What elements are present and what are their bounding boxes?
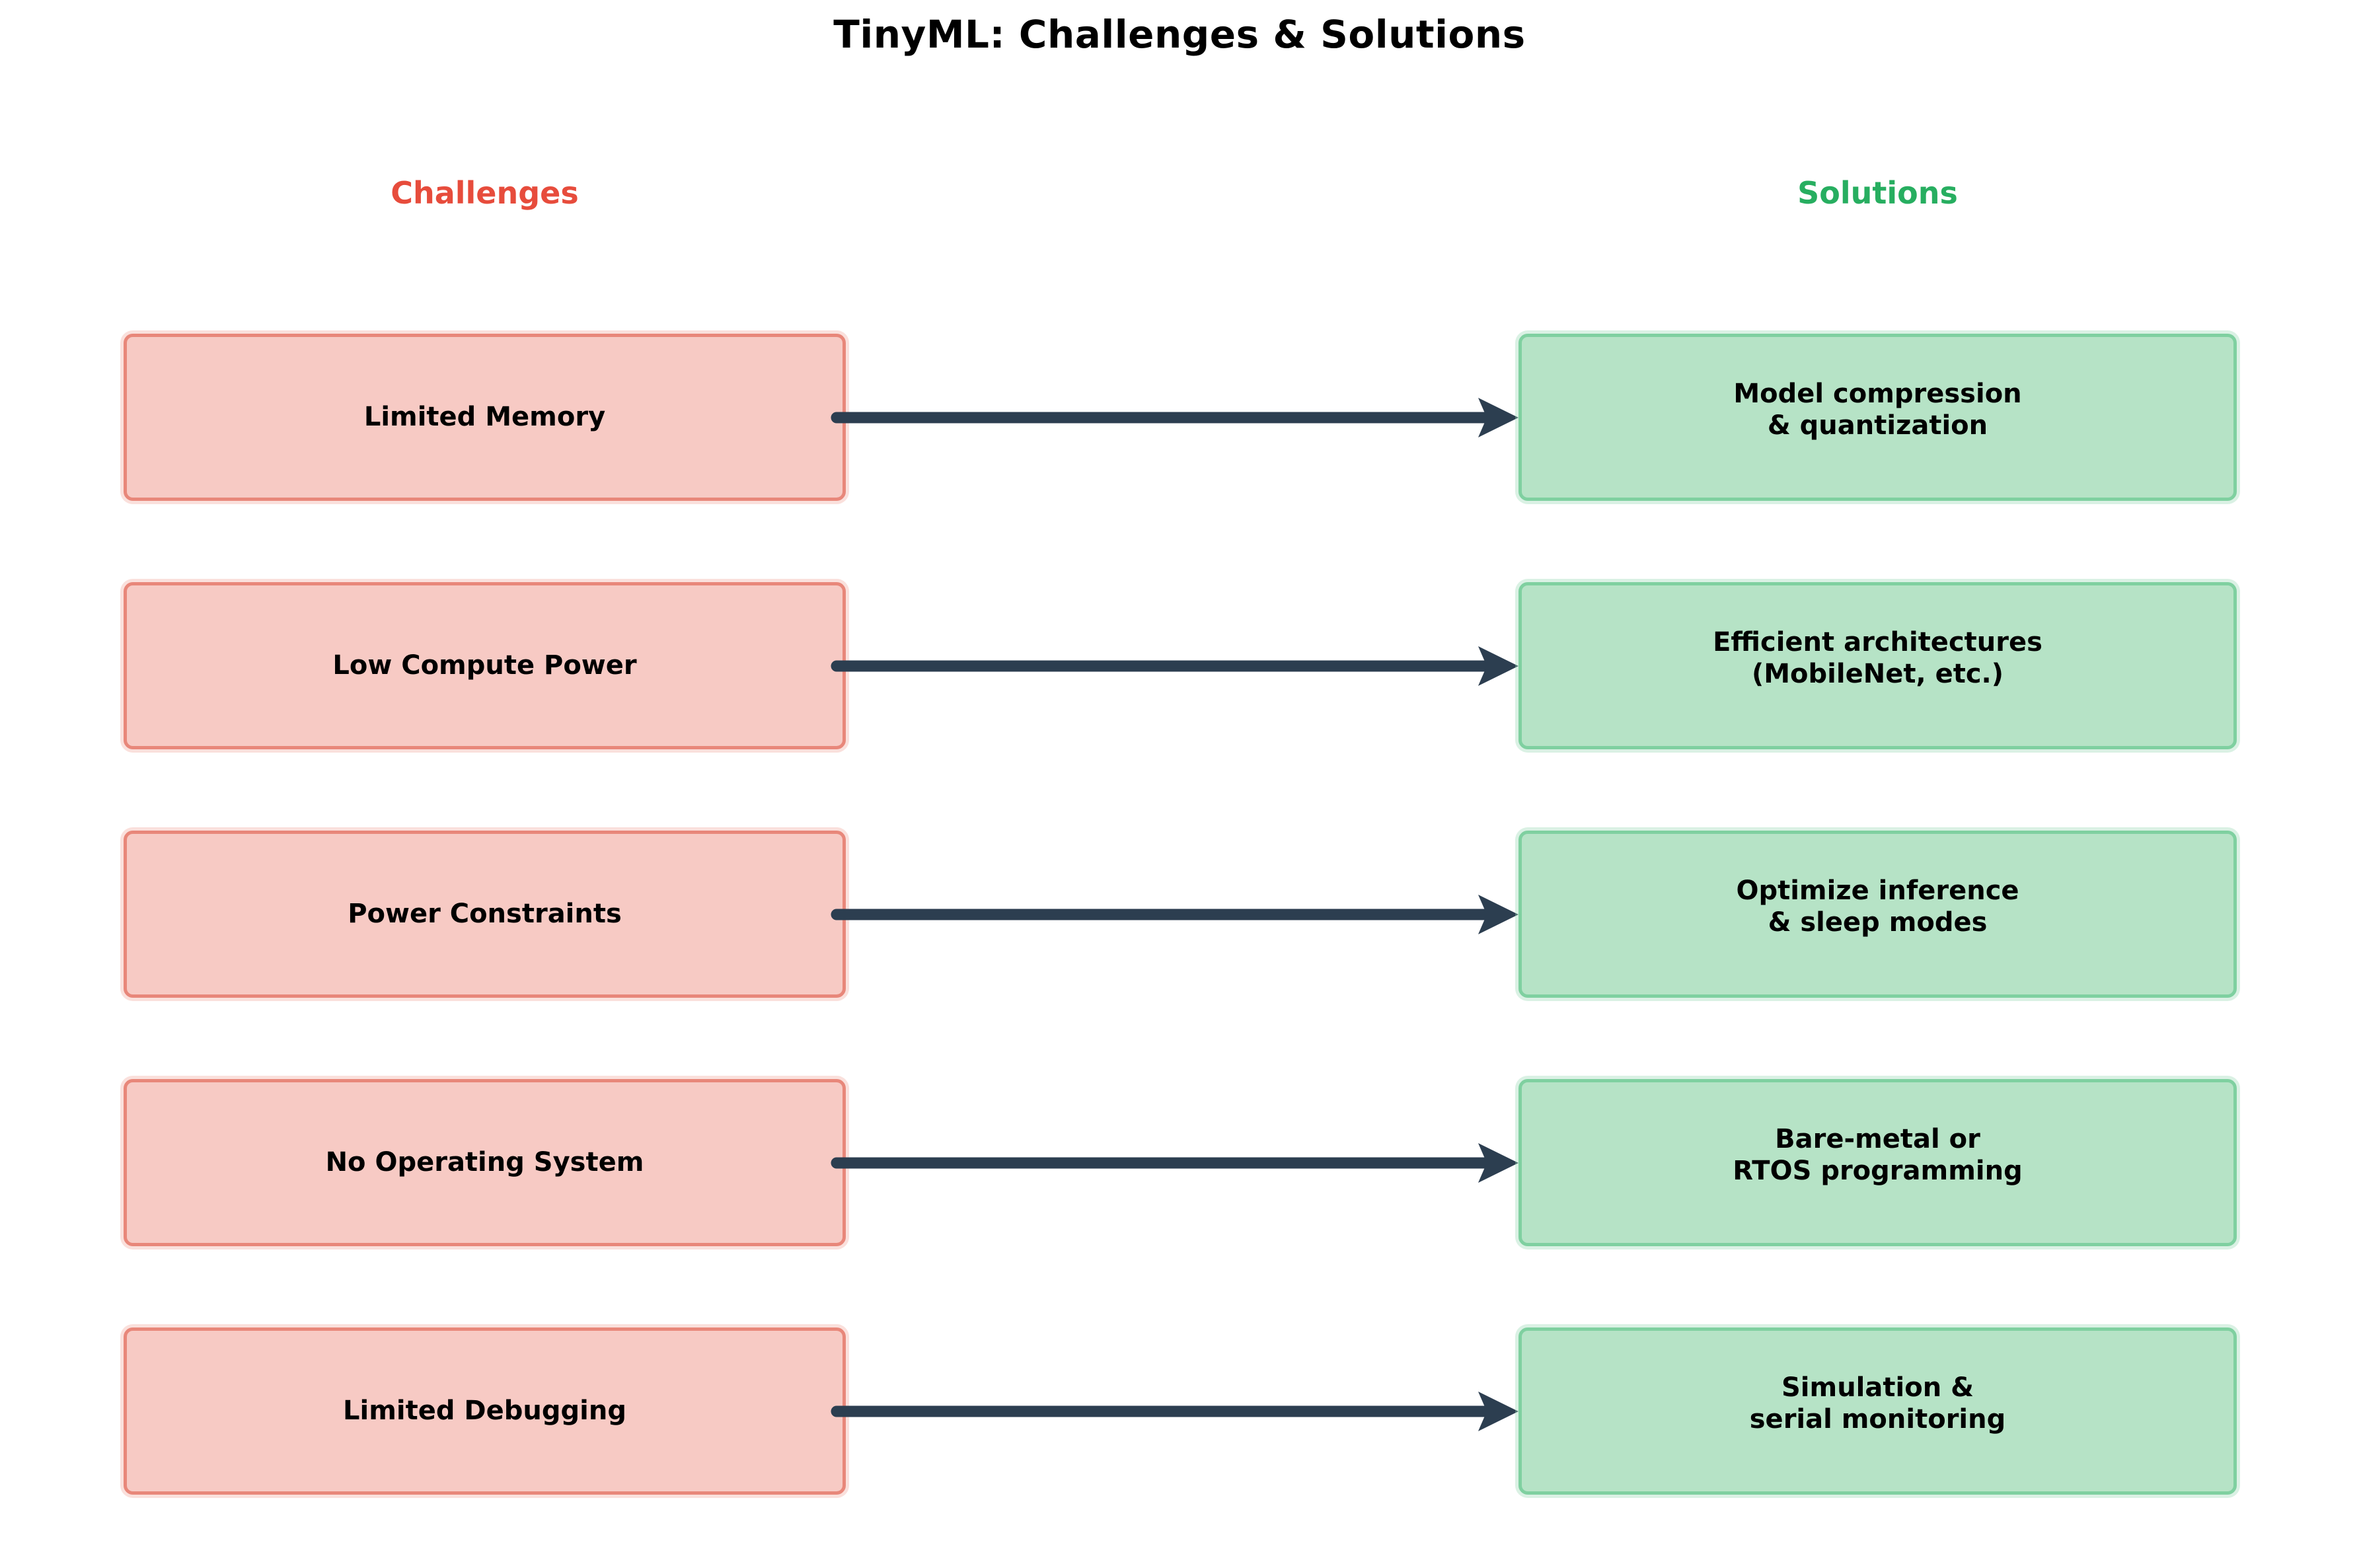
challenge-solution-row: Power Constraints Optimize inference& sle… <box>0 831 2359 998</box>
solution-label-line1: Optimize inference <box>1736 876 2019 907</box>
solution-label-line1: Model compression <box>1733 379 2022 410</box>
solution-box[interactable]: Optimize inference& sleep modes <box>1518 831 2237 998</box>
solution-label-line2: & sleep modes <box>1768 907 1988 938</box>
arrow-right-icon <box>831 1143 1521 1183</box>
solution-label-line1: Simulation & <box>1781 1372 1974 1403</box>
challenge-label: Limited Memory <box>363 401 606 432</box>
solution-label: Optimize inference& sleep modes <box>1736 876 2019 938</box>
solution-box[interactable]: Efficient architectures(MobileNet, etc.) <box>1518 582 2237 749</box>
arrow-right-icon <box>831 1392 1521 1431</box>
solution-label: Simulation &serial monitoring <box>1750 1372 2006 1435</box>
challenge-box[interactable]: Limited Memory <box>124 334 846 501</box>
solution-label-line2: RTOS programming <box>1733 1155 2023 1186</box>
challenge-box[interactable]: Power Constraints <box>124 831 846 998</box>
challenge-box[interactable]: Low Compute Power <box>124 582 846 749</box>
challenge-box[interactable]: Limited Debugging <box>124 1327 846 1495</box>
challenge-label: Limited Debugging <box>343 1395 626 1426</box>
arrow-right-icon <box>831 895 1521 934</box>
solutions-column-header: Solutions <box>1797 175 1958 211</box>
solution-box[interactable]: Model compression& quantization <box>1518 334 2237 501</box>
solution-label-line2: (MobileNet, etc.) <box>1751 658 2004 689</box>
solution-label: Model compression& quantization <box>1733 379 2021 441</box>
challenge-label: Power Constraints <box>348 898 622 929</box>
challenge-label: No Operating System <box>325 1146 644 1177</box>
solution-label-line1: Efficient architectures <box>1713 627 2042 658</box>
challenge-solution-row: Limited Memory Model compression& quantiz… <box>0 334 2359 501</box>
solution-label: Efficient architectures(MobileNet, etc.) <box>1713 627 2042 689</box>
arrow-right-icon <box>831 646 1521 686</box>
challenges-column-header: Challenges <box>391 175 579 211</box>
page-title: TinyML: Challenges & Solutions <box>833 12 1526 57</box>
arrow-right-icon <box>831 398 1521 437</box>
challenge-solution-row: Low Compute Power Efficient architectures… <box>0 582 2359 749</box>
solution-label-line2: serial monitoring <box>1749 1403 2006 1435</box>
solution-box[interactable]: Simulation &serial monitoring <box>1518 1327 2237 1495</box>
challenge-label: Low Compute Power <box>332 650 637 681</box>
solution-label-line2: & quantization <box>1767 410 1988 441</box>
challenge-box[interactable]: No Operating System <box>124 1079 846 1246</box>
challenge-solution-row: Limited Debugging Simulation &serial moni… <box>0 1327 2359 1495</box>
solution-label-line1: Bare-metal or <box>1775 1124 1980 1155</box>
